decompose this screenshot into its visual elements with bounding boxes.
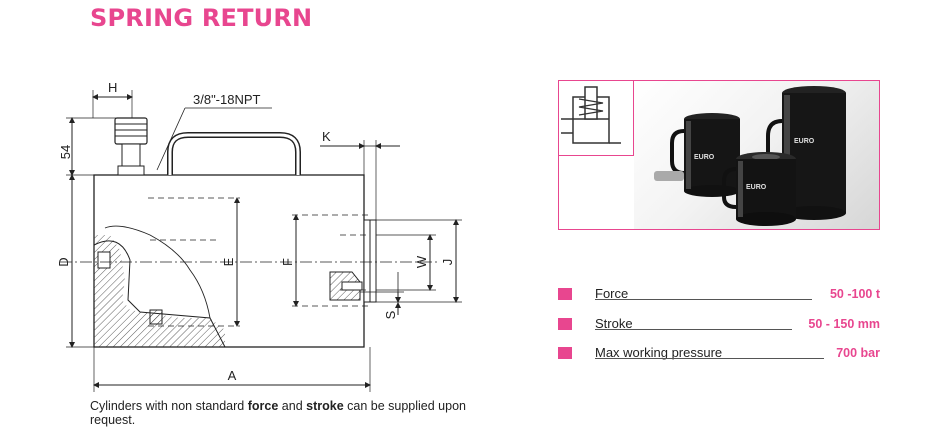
dim-54-label: 54 <box>58 145 73 159</box>
dim-w-label: W <box>414 255 429 268</box>
spec-bullet-icon <box>558 318 572 330</box>
dim-k-label: K <box>322 129 331 144</box>
note-stroke: stroke <box>306 399 344 413</box>
spec-bullet-icon <box>558 288 572 300</box>
spec-force: Force 50 -100 t <box>558 286 880 302</box>
technical-drawing: H 3/8"-18NPT 54 K D E F W J S A <box>56 80 462 392</box>
spec-bullet-icon <box>558 347 572 359</box>
note-force: force <box>247 399 279 413</box>
dim-a-label: A <box>228 368 237 383</box>
spring-return-symbol-icon <box>559 81 634 156</box>
product-image-box: EURO EURO EURO <box>558 80 880 230</box>
spec-pressure: Max working pressure 700 bar <box>558 345 880 361</box>
thread-label: 3/8"-18NPT <box>193 92 261 107</box>
dim-f-label: F <box>280 258 295 266</box>
spec-pressure-value: 700 bar <box>836 346 880 360</box>
brand-label-small: EURO <box>746 184 767 191</box>
dim-h-label: H <box>108 80 117 95</box>
dim-j-label: J <box>440 259 455 266</box>
brand-label-large: EURO <box>794 138 815 145</box>
spec-force-value: 50 -100 t <box>829 287 880 301</box>
non-standard-note: Cylinders with non standard force and st… <box>90 399 466 427</box>
spec-stroke: Stroke 50 - 150 mm <box>558 316 880 332</box>
brand-label-left: EURO <box>694 154 715 161</box>
page-title: SPRING RETURN <box>90 4 313 32</box>
product-photo: EURO EURO EURO <box>634 81 879 229</box>
dim-e-label: E <box>221 257 236 266</box>
dim-d-label: D <box>56 257 71 266</box>
spec-stroke-value: 50 - 150 mm <box>808 317 880 331</box>
dim-s-label: S <box>383 310 398 319</box>
